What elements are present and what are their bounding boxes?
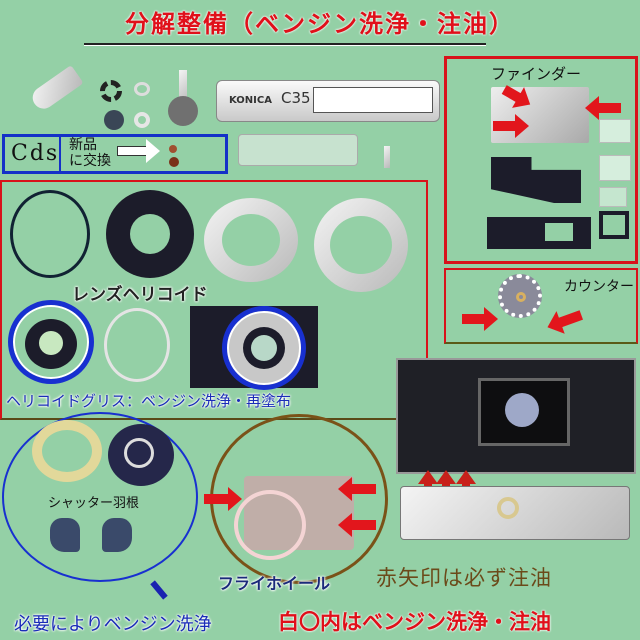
counter-dial-part bbox=[498, 274, 542, 318]
shutter-blades-circle bbox=[2, 412, 198, 582]
o-ring-part bbox=[10, 190, 90, 278]
title-underline bbox=[84, 43, 486, 45]
button-part bbox=[104, 110, 124, 130]
glass-part bbox=[599, 155, 631, 181]
oil-arrow-icon bbox=[338, 477, 376, 501]
pin-part bbox=[384, 146, 390, 168]
replace-arrow-icon bbox=[117, 139, 160, 163]
shutter-ring-part bbox=[314, 198, 408, 292]
white-circle-legend: 白〇内はベンジン洗浄・注油 bbox=[278, 609, 551, 634]
oil-arrow-icon bbox=[585, 96, 621, 120]
cds-cell-new bbox=[169, 145, 177, 153]
washer-part bbox=[134, 82, 150, 96]
shutter-clean-note: 必要によりベンジン洗浄 bbox=[14, 614, 212, 635]
shutter-base-part bbox=[108, 424, 174, 486]
helicoid-highlight-ring bbox=[222, 306, 306, 390]
oil-arrow-icon bbox=[204, 487, 242, 511]
lens-section-box bbox=[0, 180, 428, 420]
oil-arrow-icon bbox=[338, 513, 376, 537]
finder-mask-part bbox=[599, 211, 629, 239]
retaining-ring-part bbox=[104, 308, 170, 382]
finder-box: ファインダー bbox=[444, 56, 638, 264]
helicoid-grease-note: ヘリコイドグリス：ベンジン洗浄・再塗布 bbox=[6, 392, 292, 410]
shutter-blades-label: シャッター羽根 bbox=[48, 496, 140, 511]
finder-frame-part bbox=[487, 217, 591, 249]
cds-box: Cds 新品 に交換 bbox=[2, 134, 228, 174]
gear-washer-part bbox=[100, 80, 122, 102]
shutter-blade-part bbox=[102, 518, 132, 552]
oil-arrow-icon bbox=[462, 307, 498, 331]
finder-label: ファインダー bbox=[491, 65, 582, 83]
top-cover-part: KONICA C35 bbox=[216, 80, 440, 122]
oil-arrow-icon bbox=[493, 114, 529, 138]
red-arrow-legend: 赤矢印は必ず注油 bbox=[376, 566, 552, 590]
cds-label: Cds bbox=[11, 141, 60, 166]
helicoid-label: レンズヘリコイド bbox=[72, 285, 208, 305]
oil-arrow-icon bbox=[557, 310, 583, 328]
cds-note-line1: 新品 bbox=[69, 137, 97, 153]
lens-nameplate-part bbox=[106, 190, 194, 278]
helicoid-highlight-ring bbox=[8, 300, 94, 384]
cds-note-line2: に交換 bbox=[69, 153, 111, 169]
rewind-part bbox=[168, 70, 198, 130]
film-gate bbox=[478, 378, 570, 446]
counter-label: カウンター bbox=[564, 279, 634, 295]
shutter-ring-part bbox=[32, 420, 102, 482]
pressure-plate-part bbox=[238, 134, 358, 166]
counter-box: カウンター bbox=[444, 268, 638, 344]
advance-lever-part bbox=[28, 65, 84, 113]
glass-part bbox=[599, 187, 627, 207]
brand-label: KONICA bbox=[229, 95, 272, 106]
pointer-arrow-icon bbox=[150, 580, 168, 600]
nut-part bbox=[134, 112, 150, 128]
finder-window bbox=[313, 87, 433, 113]
cds-divider bbox=[59, 137, 61, 171]
flywheel-label: フライホイール bbox=[218, 574, 331, 593]
model-label: C35 bbox=[281, 89, 311, 107]
bottom-cover-part bbox=[400, 486, 630, 540]
camera-body-part bbox=[396, 358, 636, 474]
flywheel-white-circle bbox=[234, 490, 306, 560]
cds-cell-old bbox=[169, 157, 179, 167]
glass-part bbox=[599, 119, 631, 143]
finder-shield-part bbox=[491, 157, 581, 203]
tripod-socket bbox=[497, 497, 519, 519]
shutter-plate-part bbox=[204, 198, 298, 282]
page-title: 分解整備（ベンジン洗浄・注油） bbox=[125, 10, 515, 38]
shutter-blade-part bbox=[50, 518, 80, 552]
